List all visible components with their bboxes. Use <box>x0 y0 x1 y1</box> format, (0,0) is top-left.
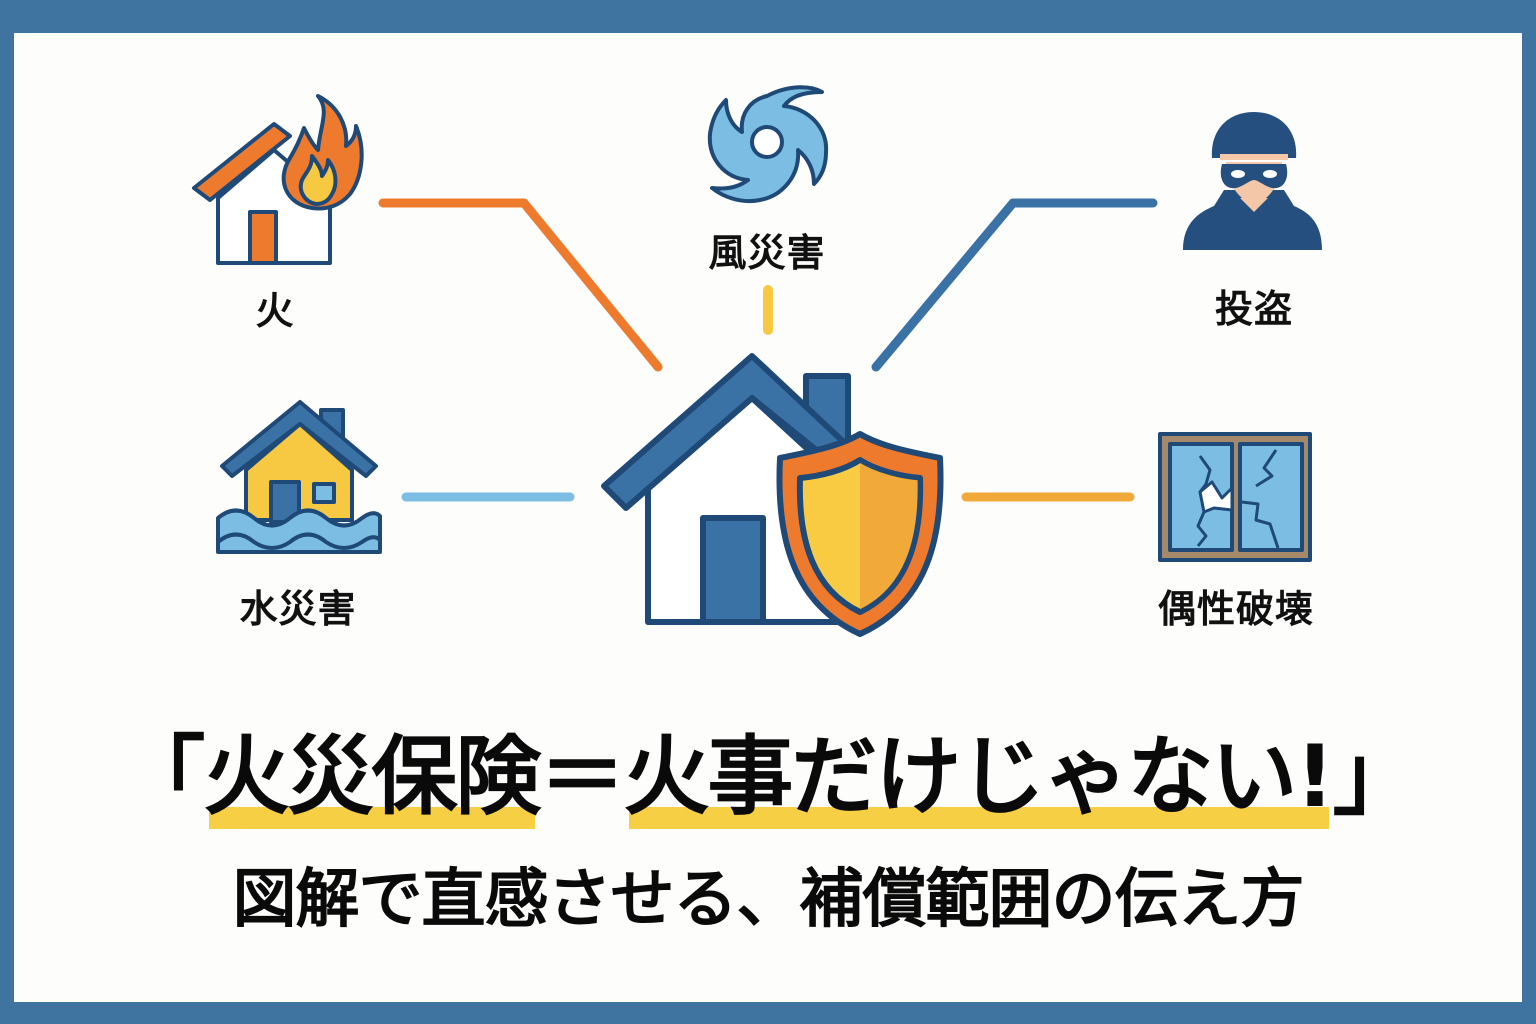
headline-fire-insurance: 火災保険 <box>203 706 541 831</box>
close-bracket: 」 <box>1332 727 1419 827</box>
peril-label-theft: 投盗 <box>1214 287 1294 331</box>
open-bracket: 「 <box>119 727 205 827</box>
typhoon-icon <box>707 85 829 203</box>
broken-window-icon <box>1158 432 1312 562</box>
burglar-icon <box>1183 112 1322 250</box>
equals-sign: ＝ <box>539 727 625 827</box>
house-with-shield-icon <box>601 353 944 637</box>
burning-house-icon <box>192 94 364 265</box>
peril-label-wind: 風災害 <box>708 231 826 275</box>
peril-label-water: 水災害 <box>239 587 357 631</box>
headline: 「火災保険＝火事だけじゃない!」 <box>0 706 1536 831</box>
connectors <box>378 198 1158 502</box>
connector-fire <box>378 198 663 372</box>
peril-label-breakage: 偶性破壊 <box>1157 587 1315 631</box>
headline-not-only-fire: 火事だけじゃない! <box>623 706 1335 831</box>
connector-theft <box>871 198 1158 372</box>
flooded-house-icon <box>216 400 382 554</box>
subtitle: 図解で直感させる、補償範囲の伝え方 <box>232 863 1305 937</box>
peril-label-fire: 火 <box>255 289 295 333</box>
